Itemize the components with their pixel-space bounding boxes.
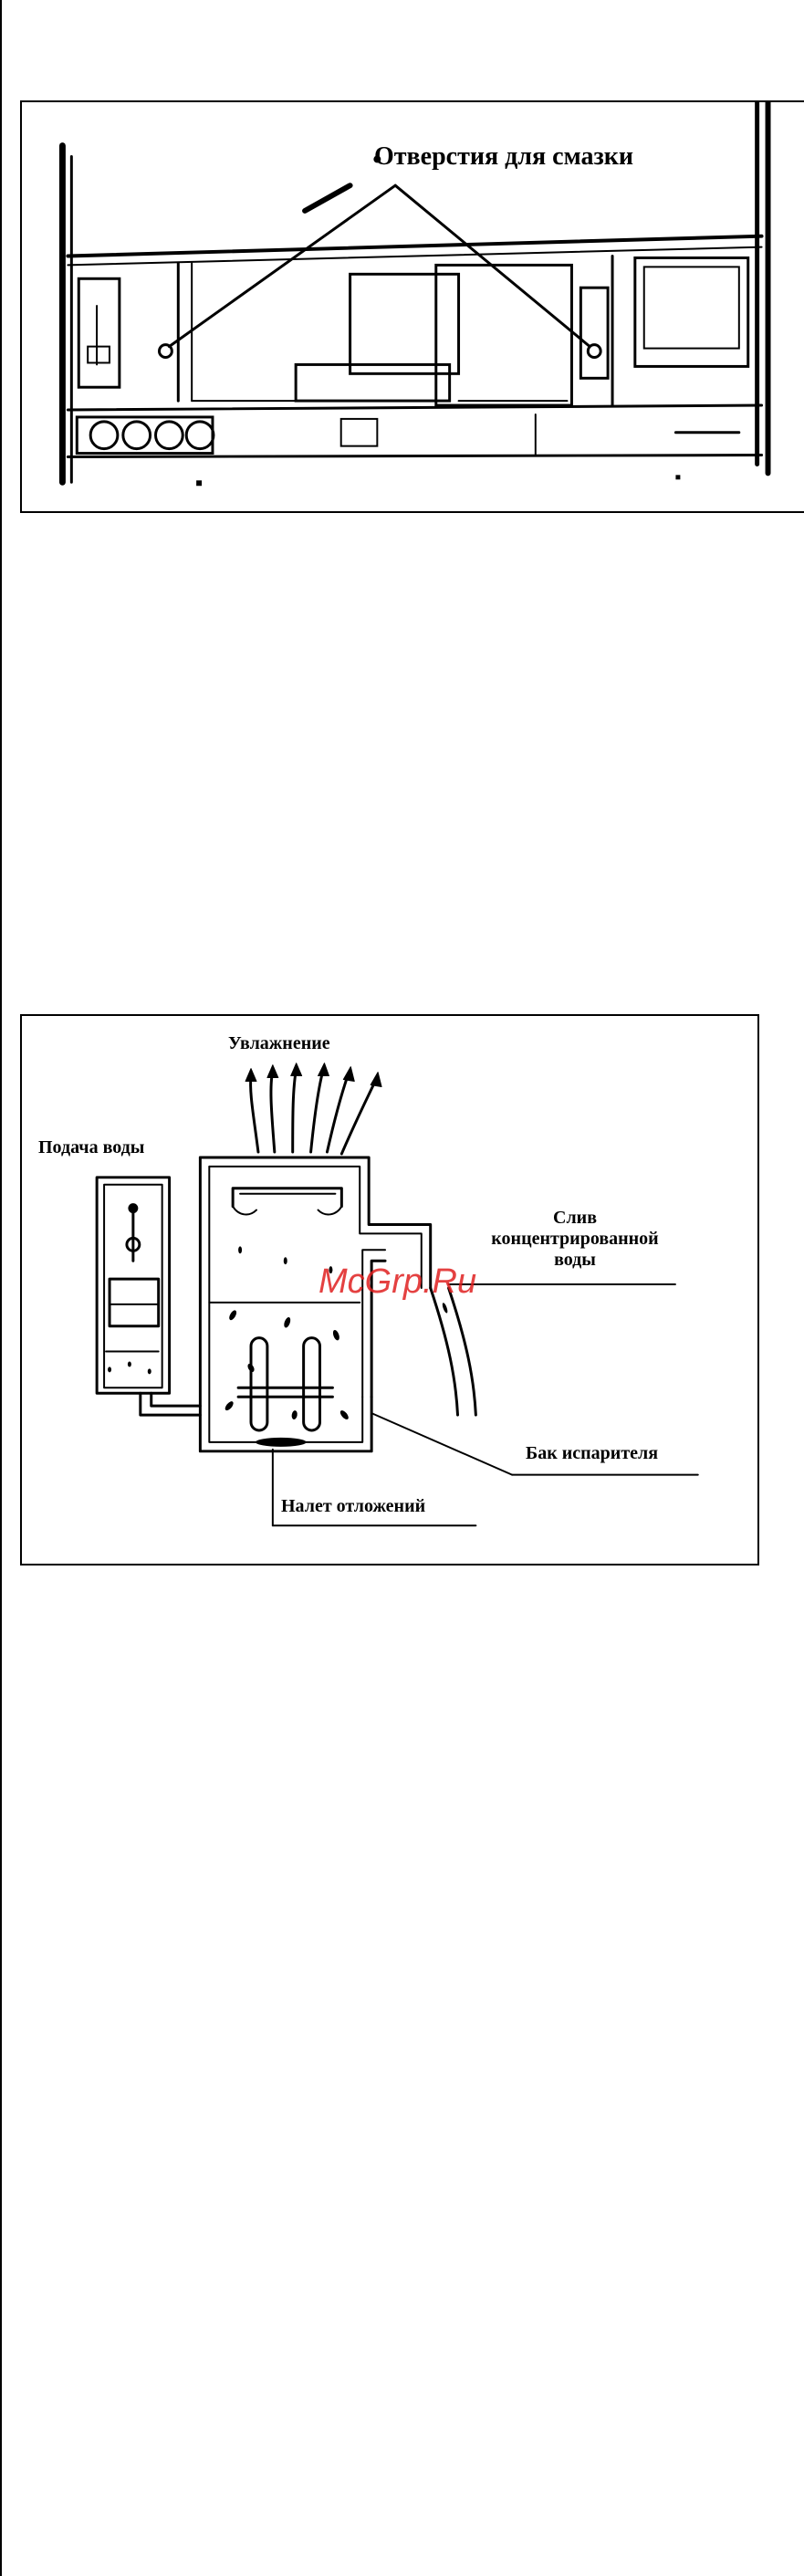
drain-label: Слив концентрированной воды <box>478 1208 672 1271</box>
water-supply-label: Подача воды <box>38 1137 144 1158</box>
evaporator-figure: Увлажнение Подача воды Слив концентриров… <box>20 1014 759 1565</box>
watermark: McGrp.Ru <box>318 1262 476 1302</box>
humidification-label: Увлажнение <box>228 1033 330 1054</box>
lubrication-holes-label: Отверстия для смазки <box>374 142 633 172</box>
page-left-border <box>0 0 2 2576</box>
deposit-label: Налет отложений <box>281 1496 425 1517</box>
lubrication-figure: Отверстия для смазки <box>20 100 804 513</box>
evaporator-tank-label: Бак испарителя <box>526 1443 658 1464</box>
